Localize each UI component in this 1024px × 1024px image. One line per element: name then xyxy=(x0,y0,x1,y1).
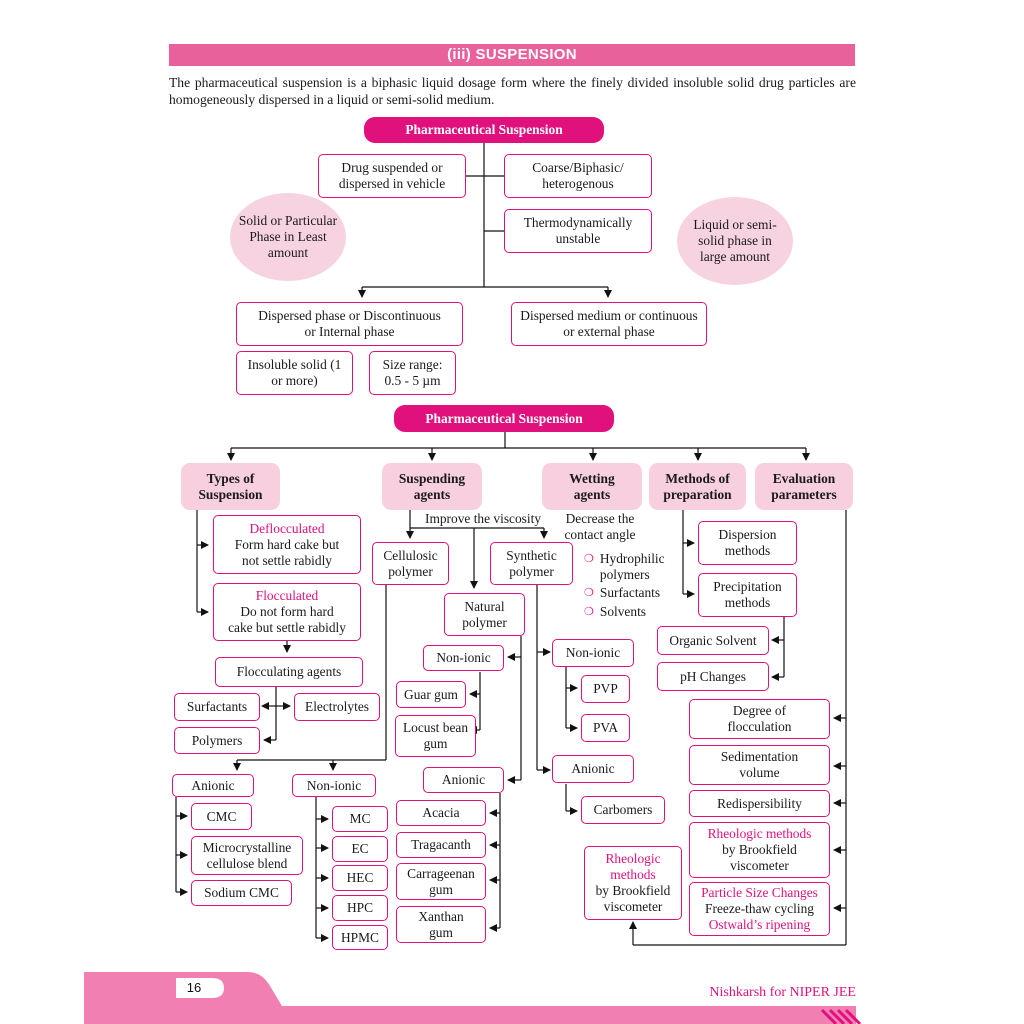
solid-phase-ellipse: Solid or Particular Phase in Least amoun… xyxy=(230,193,346,281)
root-pill-2: Pharmaceutical Suspension xyxy=(394,405,614,432)
natural-polymer-box: Natural polymer xyxy=(444,593,525,636)
bullet-icon: ❍ xyxy=(584,586,594,599)
natural-anionic-box: Anionic xyxy=(423,767,504,793)
drug-box: Drug suspended or dispersed in vehicle xyxy=(318,154,466,198)
synthetic-polymer-box: Synthetic polymer xyxy=(490,542,573,585)
organic-solvent-box: Organic Solvent xyxy=(657,626,769,655)
degree-flocculation-box: Degree of flocculation xyxy=(689,699,830,739)
pvp-box: PVP xyxy=(581,675,630,703)
liquid-phase-ellipse: Liquid or semi-solid phase in large amou… xyxy=(677,197,793,285)
synthetic-nonionic-box: Non-ionic xyxy=(552,639,634,667)
flocculated-box: Flocculated Do not form hard cake but se… xyxy=(213,583,361,641)
page-number: 16 xyxy=(186,980,202,995)
deflocculated-desc: Form hard cake but not settle rabidly xyxy=(234,536,340,568)
guar-gum-box: Guar gum xyxy=(396,681,466,708)
section-title: (iii) SUSPENSION xyxy=(169,44,855,66)
particle-size-title: Particle Size Changes xyxy=(701,885,818,900)
methods-category: Methods of preparation xyxy=(649,463,746,510)
types-category: Types of Suspension xyxy=(181,463,280,510)
carrageenan-box: Carrageenan gum xyxy=(396,863,486,900)
ph-changes-box: pH Changes xyxy=(657,662,769,691)
deflocculated-box: Deflocculated Form hard cake but not set… xyxy=(213,515,361,574)
wetting-item-hydrophilic: ❍Hydrophilic polymers xyxy=(584,551,665,582)
footer-text: Nishkarsh for NIPER JEE xyxy=(709,985,856,1000)
mcc-box: Microcrystalline cellulose blend xyxy=(191,836,303,875)
rheologic-methods-box-2: Rheologic methods by Brookfield viscomet… xyxy=(584,846,682,920)
synthetic-anionic-box: Anionic xyxy=(552,755,634,783)
sodium-cmc-box: Sodium CMC xyxy=(191,880,292,906)
polymers-box: Polymers xyxy=(174,727,260,754)
insoluble-solid-box: Insoluble solid (1 or more) xyxy=(236,351,353,395)
bullet-icon: ❍ xyxy=(584,552,594,565)
flocculated-desc: Do not form hard cake but settle rabidly xyxy=(228,604,346,635)
coarse-box: Coarse/Biphasic/ heterogenous xyxy=(504,154,652,198)
hpmc-box: HPMC xyxy=(332,925,388,950)
precipitation-methods-box: Precipitation methods xyxy=(698,573,797,617)
suspending-category: Suspending agents xyxy=(382,463,482,510)
root-pill-1: Pharmaceutical Suspension xyxy=(364,117,604,143)
footer-band xyxy=(84,972,862,1024)
redispersibility-box: Redispersibility xyxy=(689,790,830,817)
particle-size-changes-box: Particle Size Changes Freeze-thaw cyclin… xyxy=(689,882,830,936)
improve-viscosity-label: Improve the viscosity xyxy=(424,511,542,526)
sedimentation-volume-box: Sedimentation volume xyxy=(689,745,830,785)
freeze-thaw-text: Freeze-thaw cycling xyxy=(705,901,814,916)
rheologic-title-1: Rheologic methods xyxy=(707,826,812,841)
cellulose-anionic-box: Anionic xyxy=(172,774,254,797)
size-range-box: Size range: 0.5 - 5 µm xyxy=(369,351,456,395)
rheologic-desc-1: by Brookfield viscometer xyxy=(722,842,797,873)
dispersion-methods-box: Dispersion methods xyxy=(698,521,797,565)
thermo-box: Thermodynamically unstable xyxy=(504,209,652,253)
surfactants-box: Surfactants xyxy=(174,693,260,721)
flocculated-title: Flocculated xyxy=(255,588,319,603)
evaluation-category: Evaluation parameters xyxy=(755,463,853,510)
hpc-box: HPC xyxy=(332,895,388,921)
decrease-contact-angle-label: Decrease the contact angle xyxy=(564,511,636,542)
natural-nonionic-box: Non-ionic xyxy=(423,645,504,671)
deflocculated-title: Deflocculated xyxy=(249,520,325,536)
dispersed-phase-box: Dispersed phase or Discontinuous or Inte… xyxy=(236,302,463,346)
wetting-item-solvents: ❍Solvents xyxy=(584,604,647,619)
ec-box: EC xyxy=(332,836,388,862)
bullet-icon: ❍ xyxy=(584,605,594,618)
ostwald-text: Ostwald’s ripening xyxy=(708,917,811,932)
locust-bean-box: Locust bean gum xyxy=(395,715,476,757)
cellulosic-polymer-box: Cellulosic polymer xyxy=(372,542,449,585)
tragacanth-box: Tragacanth xyxy=(396,832,486,858)
xanthan-box: Xanthan gum xyxy=(396,906,486,943)
rheologic-methods-box-1: Rheologic methods by Brookfield viscomet… xyxy=(689,822,830,878)
hec-box: HEC xyxy=(332,865,388,891)
rheologic-desc-2: by Brookfield viscometer xyxy=(595,883,671,914)
pva-box: PVA xyxy=(581,714,630,742)
intro-paragraph: The pharmaceutical suspension is a bipha… xyxy=(169,75,856,107)
flocculating-agents-box: Flocculating agents xyxy=(215,657,363,687)
wetting-item-surfactants: ❍Surfactants xyxy=(584,585,661,600)
rheologic-title-2: Rheologic methods xyxy=(605,851,661,882)
cmc-box: CMC xyxy=(191,803,252,830)
carbomers-box: Carbomers xyxy=(581,796,665,824)
electrolytes-box: Electrolytes xyxy=(294,693,380,721)
dispersed-medium-box: Dispersed medium or continuous or extern… xyxy=(511,302,707,346)
wetting-category: Wetting agents xyxy=(542,463,642,510)
cellulose-nonionic-box: Non-ionic xyxy=(292,774,376,797)
acacia-box: Acacia xyxy=(396,800,486,826)
mc-box: MC xyxy=(332,806,388,832)
